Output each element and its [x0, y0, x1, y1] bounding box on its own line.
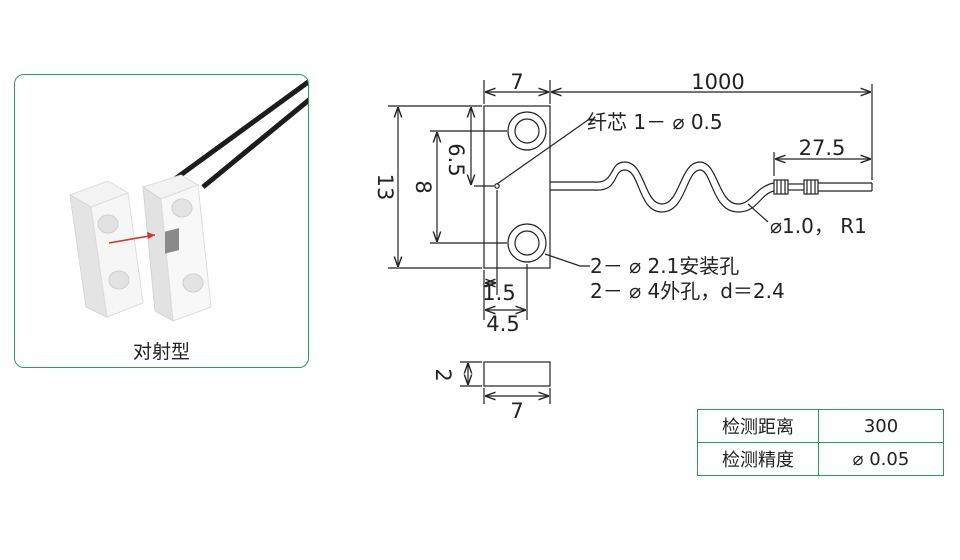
spec-label-distance: 检测距离: [697, 409, 819, 443]
fiber-sensor-illustration: [68, 79, 308, 322]
table-row: 检测距离 300: [697, 409, 944, 443]
beam-arrow: [108, 232, 156, 244]
sensor-block-left: [68, 180, 144, 318]
label-pitch: 8: [411, 180, 435, 193]
fiber-cable-left: [173, 79, 308, 182]
product-photo-card: 对射型: [14, 74, 309, 368]
mount-hole-bottom: [514, 230, 540, 256]
sensor-body-outline: [483, 105, 551, 269]
label-width-top: 7: [510, 70, 523, 94]
photo-caption: 对射型: [132, 341, 190, 363]
label-hole-x: 4.5: [486, 312, 519, 336]
fiber-cable-drawing: [550, 161, 873, 213]
spec-label-precision: 检测精度: [697, 442, 819, 476]
outer-hole-top: [507, 111, 547, 151]
label-thickness: 2: [431, 368, 455, 381]
label-cable-length: 1000: [691, 70, 744, 94]
sensor-block-right: [141, 174, 212, 322]
fiber-core-point: [494, 183, 500, 189]
annotation-mount-hole: 2－ ⌀ 2.1安装孔: [590, 254, 739, 278]
annotation-bend: ⌀1.0， R1: [770, 214, 867, 238]
label-core-offset: 6.5: [444, 143, 468, 176]
spec-table: 检测距离 300 检测精度 ⌀ 0.05: [697, 409, 944, 476]
label-tip-length: 27.5: [799, 136, 846, 160]
outer-hole-bottom: [507, 223, 547, 263]
label-core-x: 1.5: [482, 281, 515, 305]
annotation-core: 纤芯 1－ ⌀ 0.5: [587, 110, 723, 134]
spec-value-distance: 300: [818, 409, 944, 443]
leader-holes: [544, 253, 590, 267]
leader-bend: [747, 203, 769, 223]
fiber-cable-right: [201, 97, 308, 189]
side-view-outline: [483, 361, 551, 387]
leader-core: [496, 119, 596, 185]
mount-hole-top: [514, 118, 540, 144]
spec-value-precision: ⌀ 0.05: [818, 442, 944, 476]
label-width-bottom: 7: [510, 399, 523, 423]
annotation-outer-hole: 2－ ⌀ 4外孔，d＝2.4: [590, 279, 785, 303]
label-height: 13: [373, 174, 397, 201]
table-row: 检测精度 ⌀ 0.05: [697, 442, 944, 476]
